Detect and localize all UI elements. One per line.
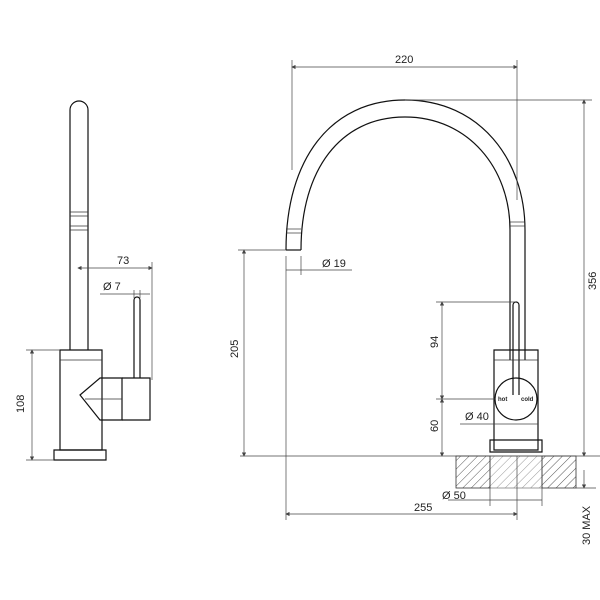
- dim-handle-diameter-label: Ø 7: [103, 281, 121, 293]
- dim-total-height: 356: [405, 99, 599, 457]
- cold-label: cold: [521, 397, 534, 403]
- side-handle-lever: [133, 296, 141, 378]
- dim-overall-reach: 255: [285, 275, 518, 520]
- front-spout-outer: [285, 99, 526, 360]
- dim-handle-height-label: 94: [429, 336, 441, 348]
- bench-top-right: [541, 455, 577, 489]
- dim-spout-width-label: 220: [395, 54, 413, 66]
- side-handle: [122, 377, 151, 421]
- front-handle-lever: [512, 301, 520, 395]
- dim-spout-diameter-label: Ø 19: [322, 258, 346, 270]
- dim-body-height-label: 60: [429, 420, 441, 432]
- dim-hole-diameter-label: Ø 50: [442, 490, 466, 502]
- dim-max-thickness-label: 30 MAX: [581, 505, 593, 545]
- dim-handle-height: 94: [429, 301, 516, 400]
- side-view: 73 Ø 7 108: [15, 100, 153, 461]
- hot-label: hot: [498, 397, 507, 403]
- dim-base-height: 108: [15, 349, 60, 461]
- dim-spout-outlet-height: 205: [229, 249, 286, 457]
- dim-spout-diameter: Ø 19: [285, 256, 352, 275]
- dim-spout-outlet-height-label: 205: [229, 340, 241, 358]
- side-base: [53, 449, 107, 461]
- front-body: [493, 349, 539, 451]
- side-spout-tube: [69, 100, 89, 350]
- dim-total-height-label: 356: [587, 272, 599, 290]
- bench-top-left: [455, 455, 491, 489]
- side-body: [59, 349, 103, 451]
- dim-body-diameter-label: Ø 40: [465, 411, 489, 423]
- dim-overall-reach-label: 255: [414, 502, 432, 514]
- dim-hole-diameter: Ø 50: [442, 488, 543, 506]
- front-view: hot cold 220 Ø 19 205: [229, 54, 600, 545]
- dim-spout-width: 220: [291, 54, 518, 200]
- front-base: [489, 439, 543, 453]
- dim-reach: 73: [77, 255, 153, 380]
- dim-body-diameter: Ø 40: [460, 411, 538, 425]
- dim-base-height-label: 108: [15, 395, 27, 413]
- dim-reach-label: 73: [117, 255, 129, 267]
- dim-max-thickness: 30 MAX: [576, 470, 596, 545]
- front-spout-inner: [300, 116, 511, 360]
- dim-body-height: 60: [429, 398, 495, 457]
- bench-hole: [489, 455, 543, 489]
- dim-handle-diameter: Ø 7: [100, 281, 150, 298]
